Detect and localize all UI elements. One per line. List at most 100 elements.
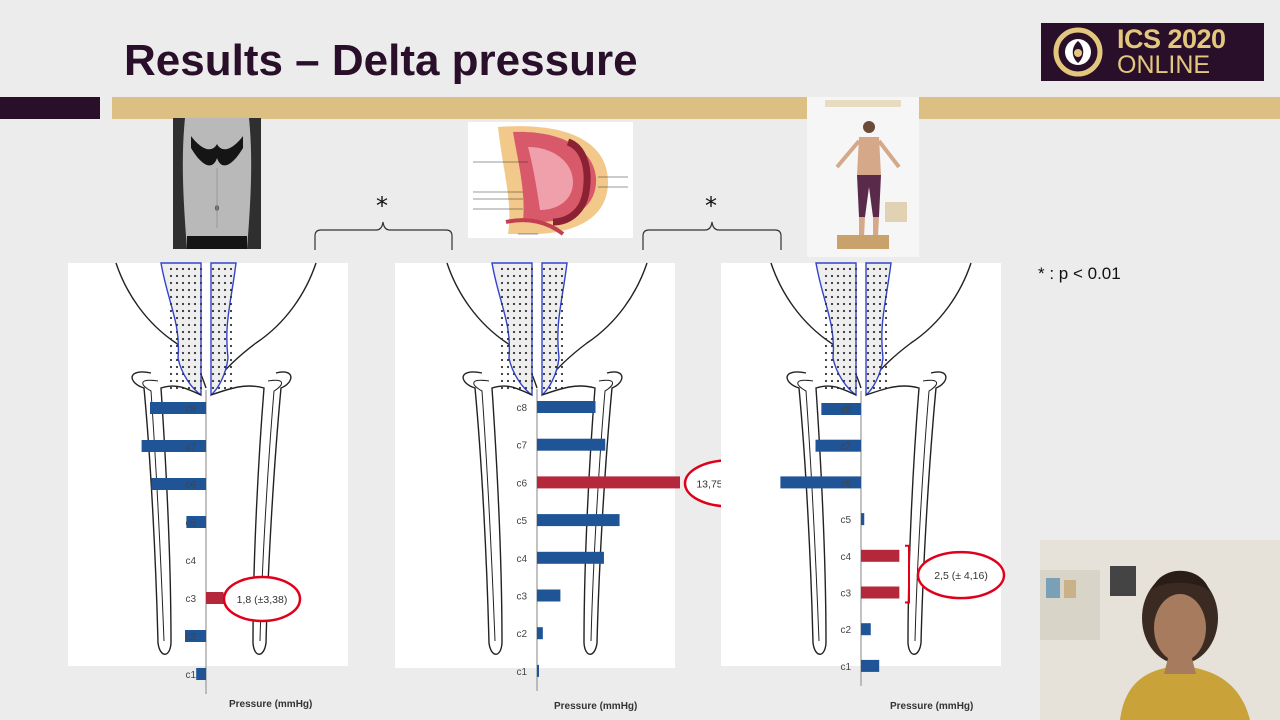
tick-label-c4: c4 — [185, 556, 196, 567]
tissue-dot — [175, 302, 179, 306]
bar-c8 — [150, 402, 206, 414]
presenter-webcam — [1040, 540, 1280, 720]
tick-label-c6: c6 — [516, 478, 527, 489]
tissue-dot — [500, 281, 504, 285]
significance-note: * : p < 0.01 — [1038, 264, 1121, 283]
tissue-dot — [524, 344, 528, 348]
tissue-dot — [223, 295, 227, 299]
tissue-dot — [169, 386, 173, 390]
tissue-dot — [506, 351, 510, 355]
tissue-dot — [824, 295, 828, 299]
tissue-dot — [854, 330, 858, 334]
ics-logo: ICS 2020 ONLINE — [1041, 23, 1264, 81]
tissue-dot — [181, 337, 185, 341]
tissue-dot — [548, 316, 552, 320]
tissue-dot — [854, 372, 858, 376]
tissue-dot — [512, 295, 516, 299]
tissue-dot — [530, 351, 534, 355]
tissue-dot — [181, 274, 185, 278]
tissue-dot — [524, 281, 528, 285]
probe-right-inner — [914, 379, 937, 642]
tissue-dot — [878, 323, 882, 327]
tissue-dot — [884, 316, 888, 320]
tissue-dot — [848, 344, 852, 348]
tissue-dot — [518, 372, 522, 376]
tissue-dot — [836, 330, 840, 334]
tissue-dot — [866, 274, 870, 278]
tissue-dot — [848, 316, 852, 320]
tissue-dot — [193, 379, 197, 383]
tissue-dot — [854, 337, 858, 341]
tick-label-c2: c2 — [185, 632, 196, 643]
tissue-dot — [878, 309, 882, 313]
tissue-dot — [542, 295, 546, 299]
tissue-dot — [530, 309, 534, 313]
tissue-dot — [866, 351, 870, 355]
tissue-dot — [842, 379, 846, 383]
tissue-dot — [229, 337, 233, 341]
tissue-dot — [548, 323, 552, 327]
tissue-dot — [842, 372, 846, 376]
tissue-dot — [187, 330, 191, 334]
tissue-dot — [512, 330, 516, 334]
tissue-dot — [181, 365, 185, 369]
tissue-dot — [199, 267, 203, 271]
tick-label-c8: c8 — [516, 403, 527, 414]
tissue-dot — [500, 274, 504, 278]
tissue-dot — [854, 323, 858, 327]
tissue-dot — [530, 281, 534, 285]
tissue-dot — [199, 302, 203, 306]
tissue-dot — [524, 288, 528, 292]
tissue-dot — [830, 302, 834, 306]
tissue-dot — [530, 330, 534, 334]
probe-left-inner — [473, 379, 496, 642]
tissue-dot — [223, 365, 227, 369]
tissue-dot — [193, 386, 197, 390]
tissue-dot — [542, 323, 546, 327]
bar-c4 — [861, 549, 900, 562]
tissue-dot — [181, 330, 185, 334]
tissue-dot — [223, 379, 227, 383]
tissue-dot — [512, 344, 516, 348]
tissue-dot — [824, 309, 828, 313]
tissue-dot — [223, 358, 227, 362]
bar-c4 — [537, 551, 604, 564]
tissue-dot — [884, 358, 888, 362]
tissue-dot — [524, 330, 528, 334]
tissue-dot — [548, 344, 552, 348]
tissue-dot — [193, 330, 197, 334]
tissue-dot — [524, 351, 528, 355]
tissue-dot — [866, 337, 870, 341]
tissue-dot — [554, 337, 558, 341]
low-pressure-fitness-poster — [807, 97, 919, 257]
bar-c1 — [861, 659, 880, 672]
tissue-dot — [199, 372, 203, 376]
tissue-dot — [181, 358, 185, 362]
tissue-dot — [872, 302, 876, 306]
tissue-dot — [211, 281, 215, 285]
tissue-dot — [181, 309, 185, 313]
tissue-dot — [824, 358, 828, 362]
tissue-dot — [223, 281, 227, 285]
bar-c1 — [196, 668, 206, 680]
tissue-dot — [187, 281, 191, 285]
tissue-dot — [500, 330, 504, 334]
tissue-dot — [830, 372, 834, 376]
tissue-dot — [518, 351, 522, 355]
tissue-dot — [506, 288, 510, 292]
significance-star-left: * — [376, 192, 388, 220]
tick-label-c8: c8 — [840, 405, 851, 416]
tissue-dot — [548, 330, 552, 334]
tissue-dot — [842, 288, 846, 292]
tissue-dot — [830, 337, 834, 341]
tissue-dot — [193, 316, 197, 320]
tissue-dot — [175, 365, 179, 369]
tissue-dot — [181, 316, 185, 320]
tissue-dot — [836, 379, 840, 383]
tissue-dot — [872, 344, 876, 348]
tissue-dot — [554, 351, 558, 355]
tissue-dot — [169, 316, 173, 320]
tissue-dot — [830, 365, 834, 369]
tissue-dot — [884, 344, 888, 348]
